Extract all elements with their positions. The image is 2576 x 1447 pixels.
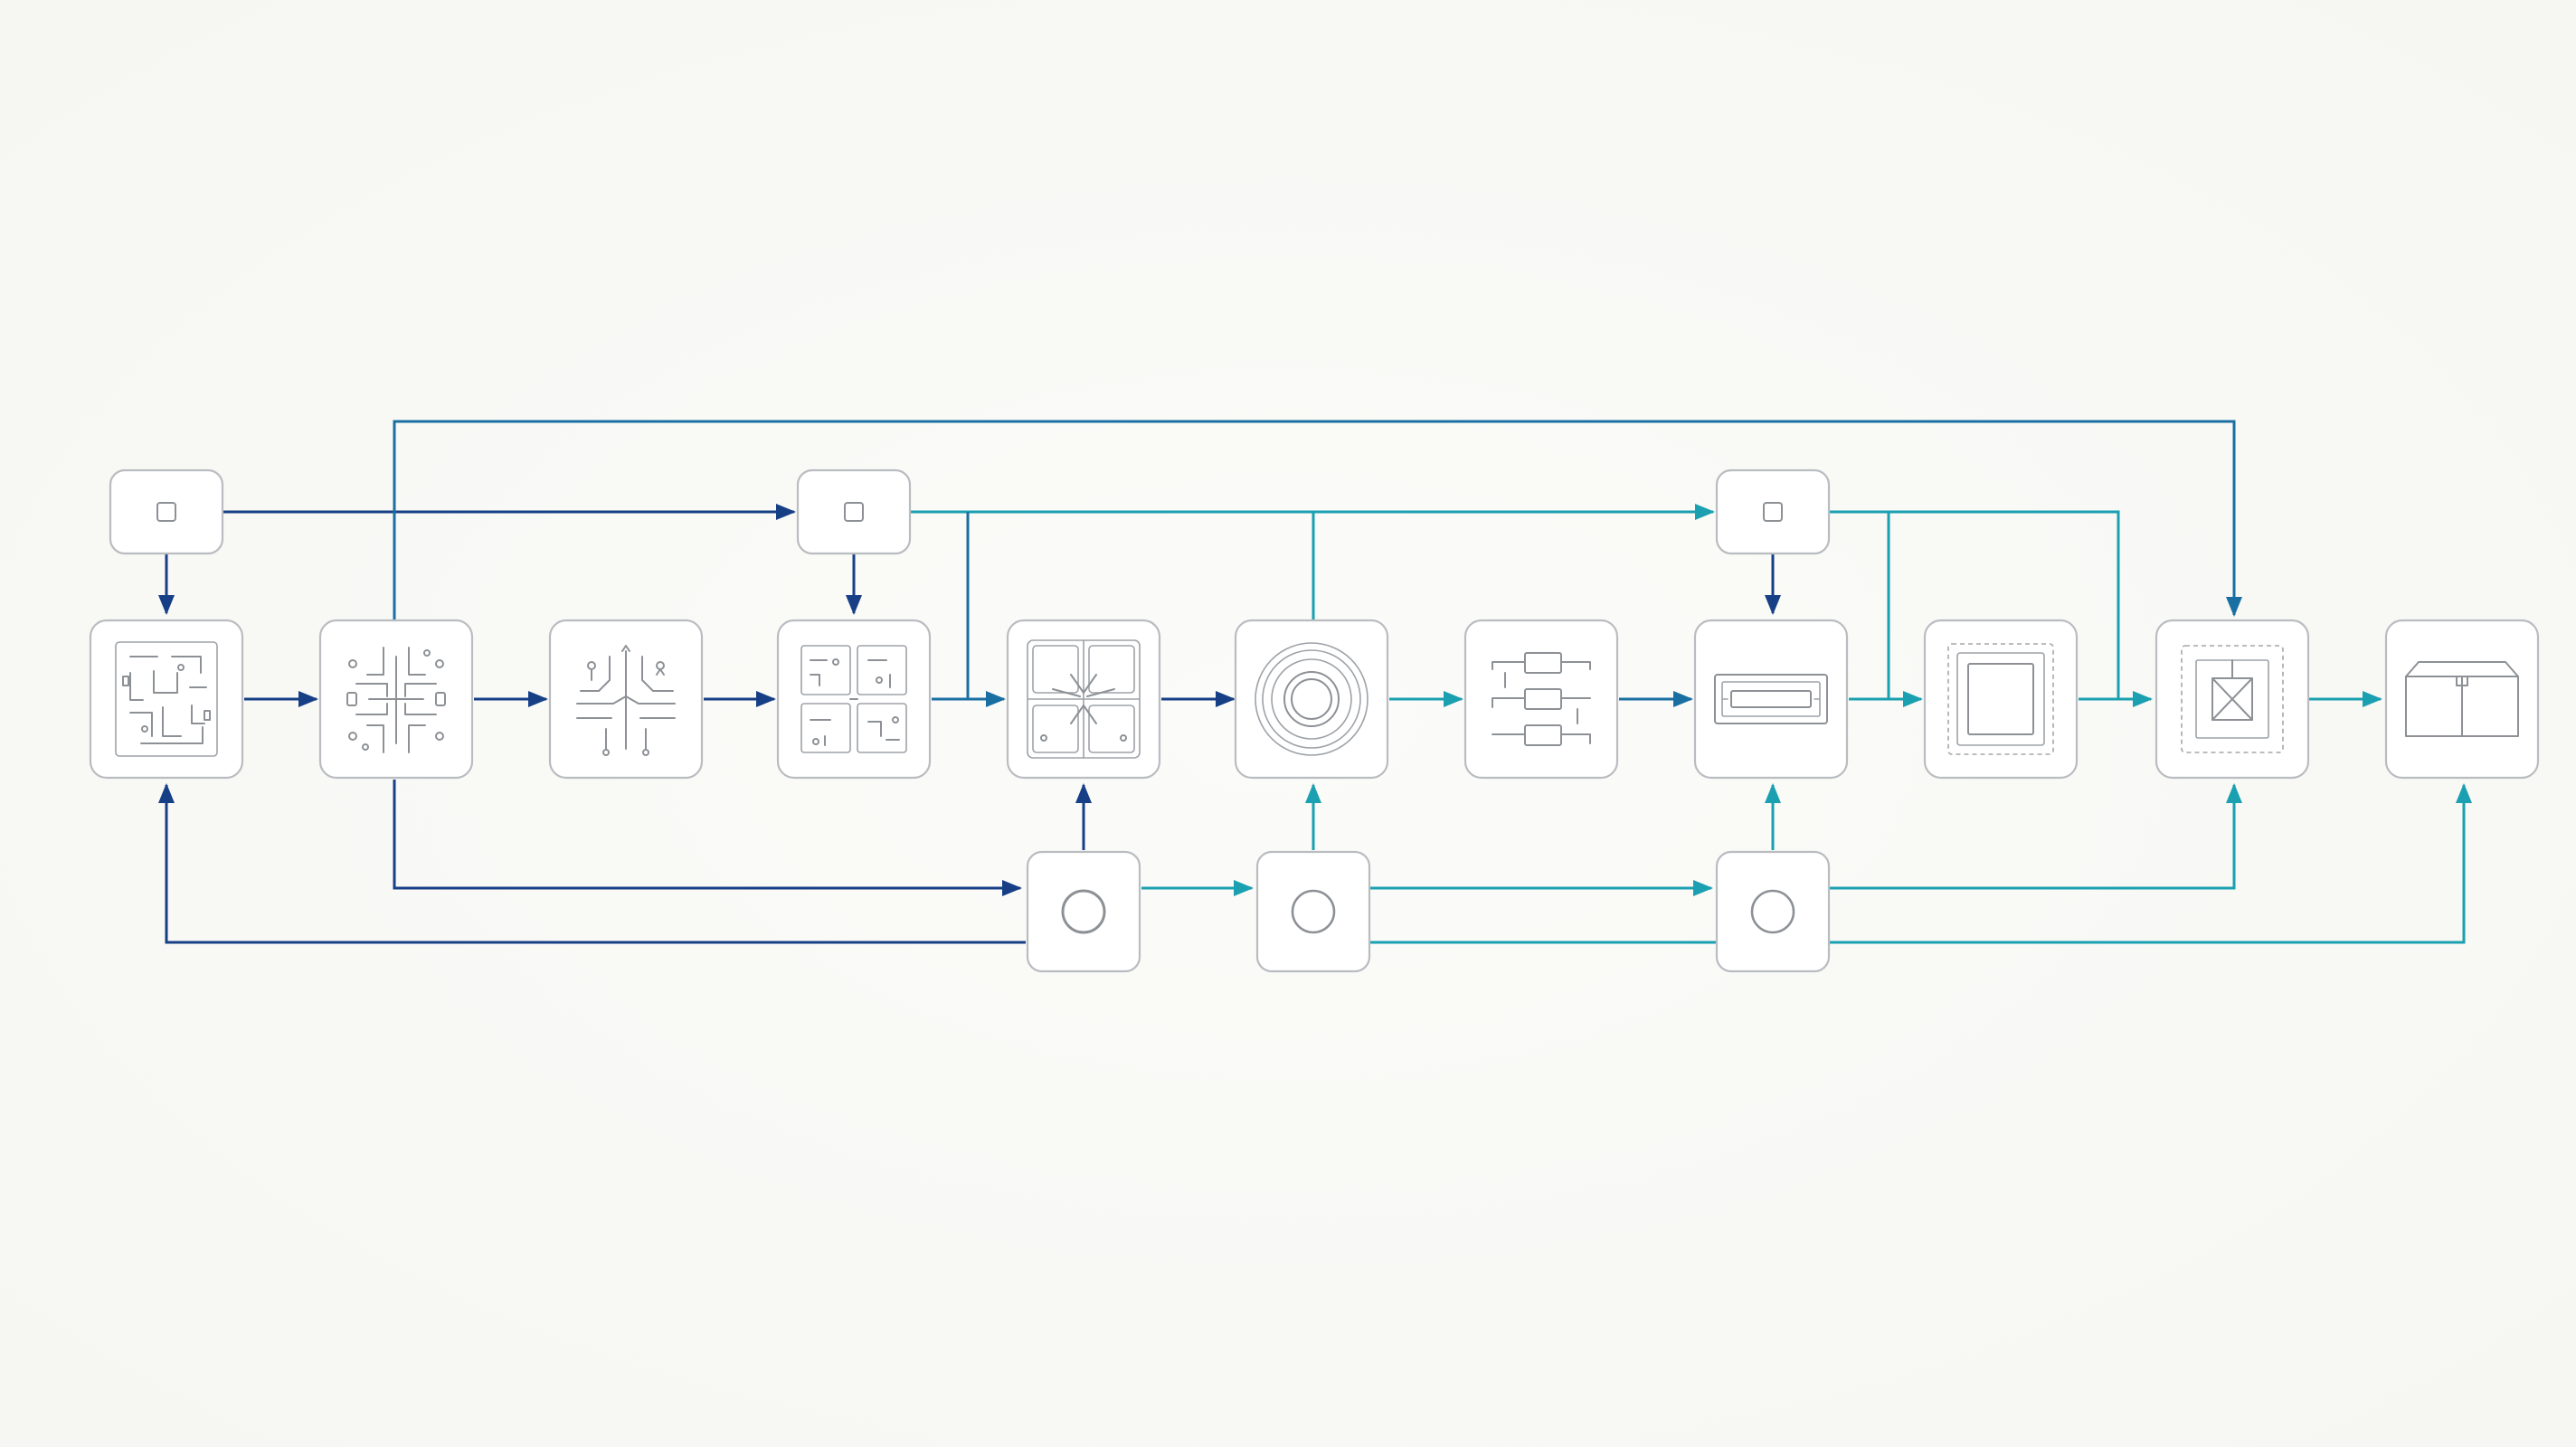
main-node-9[interactable]	[1923, 619, 2079, 780]
main-node-2[interactable]	[318, 619, 474, 780]
circle-icon	[1061, 889, 1106, 934]
bottom-node-3[interactable]	[1715, 850, 1831, 973]
main-node-6[interactable]	[1234, 619, 1389, 780]
top-node-1[interactable]	[109, 468, 224, 555]
main-node-11[interactable]	[2384, 619, 2540, 780]
circle-icon	[1750, 889, 1795, 934]
main-node-10[interactable]	[2155, 619, 2310, 780]
circuit-maze-icon	[115, 641, 218, 757]
main-node-4[interactable]	[776, 619, 932, 780]
circle-icon	[1291, 889, 1336, 934]
edge-m2-b1	[393, 780, 1022, 896]
main-node-3[interactable]	[548, 619, 704, 780]
bottom-node-2[interactable]	[1255, 850, 1371, 973]
chip-quadrant-icon	[1027, 639, 1141, 759]
edge-b3-m10	[1829, 783, 2242, 890]
square-frame-icon	[1947, 643, 2054, 755]
connector-lines	[158, 420, 2472, 944]
block-schematic-icon	[1492, 652, 1591, 746]
edge-b3-m11	[1829, 783, 2472, 944]
circuit-star-icon	[346, 647, 446, 753]
main-node-7[interactable]	[1463, 619, 1619, 780]
small-square-icon	[844, 502, 864, 522]
circuit-branch-icon	[576, 645, 676, 756]
small-square-icon	[1763, 502, 1783, 522]
small-square-icon	[156, 502, 176, 522]
main-node-5[interactable]	[1006, 619, 1161, 780]
bottom-node-1[interactable]	[1026, 850, 1141, 973]
circuit-grid-icon	[800, 645, 907, 753]
edge-m2-loop-m10	[393, 420, 2242, 620]
main-node-1[interactable]	[89, 619, 244, 780]
top-node-3[interactable]	[1715, 468, 1831, 555]
main-node-8[interactable]	[1693, 619, 1849, 780]
top-node-2[interactable]	[796, 468, 912, 555]
package-box-icon	[2405, 661, 2519, 737]
slot-frame-icon	[1714, 674, 1828, 724]
crossed-box-icon	[2181, 645, 2284, 753]
concentric-rings-icon	[1255, 642, 1368, 756]
edge-t3-branch-m10	[1889, 510, 2120, 699]
edge-b1-m1	[158, 783, 1026, 944]
